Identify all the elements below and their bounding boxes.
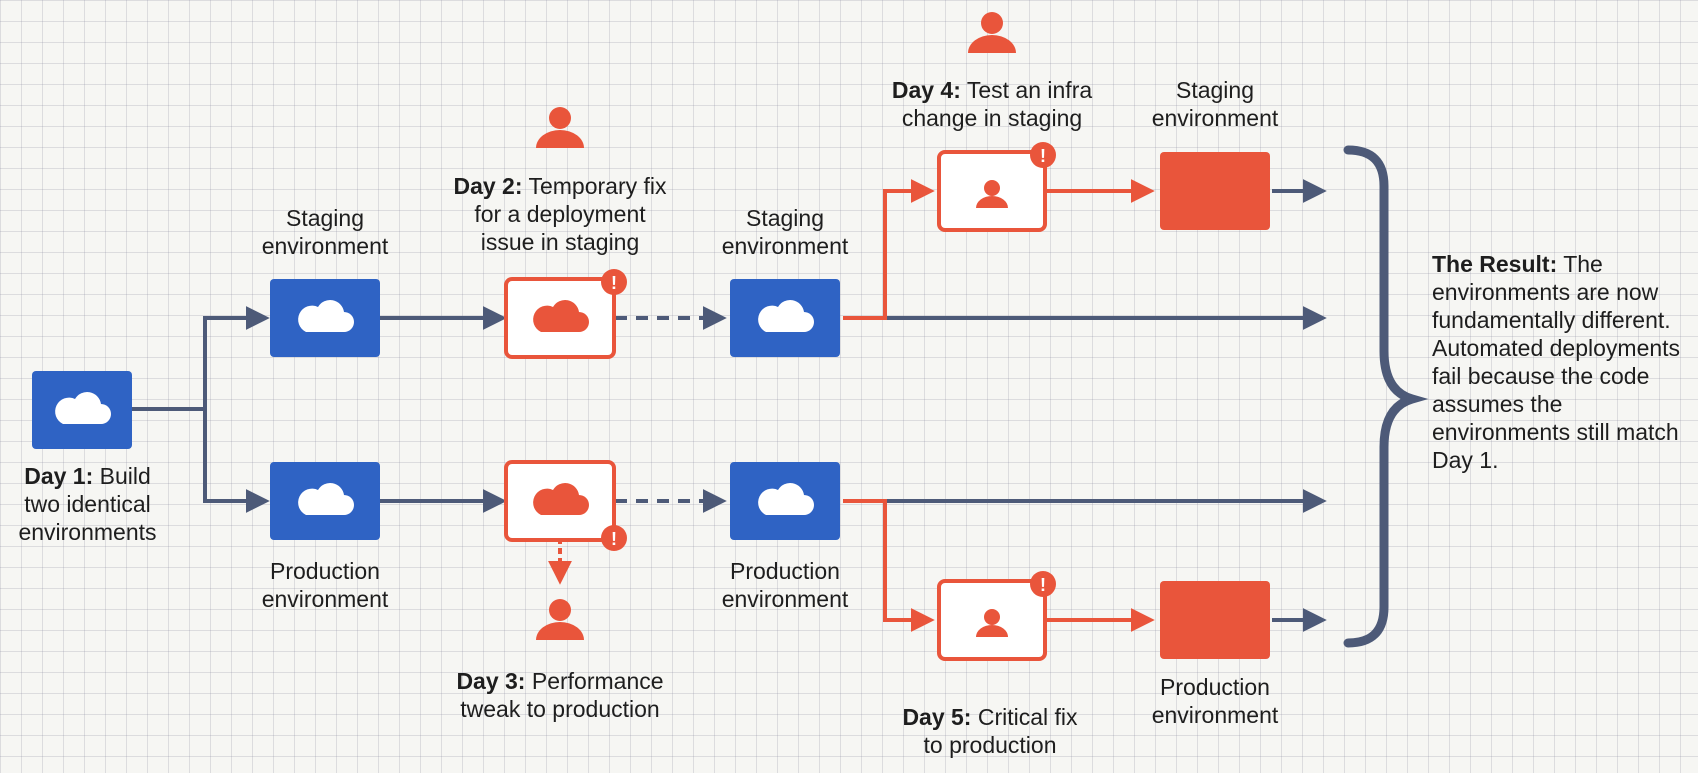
staging1-label: Staging environment [245, 204, 405, 260]
day2-prefix: Day 2: [453, 173, 523, 199]
person-icon [536, 599, 584, 640]
day5-prefix: Day 5: [902, 704, 972, 730]
staging3-label: Staging environment [1135, 76, 1295, 132]
warning-badge-icon [601, 525, 627, 551]
day4-label: Day 4: Test an infra change in staging [872, 76, 1112, 132]
production2-label-text: environment [721, 586, 849, 612]
result-text: The Result: The environments are now fun… [1432, 250, 1692, 474]
day2-label: Day 2: Temporary fix for a deployment is… [430, 172, 690, 256]
day3-prefix: Day 3: [456, 668, 526, 694]
warning-badge-glyph: ! [1040, 575, 1046, 595]
production1-label: Production environment [245, 557, 405, 613]
day5-modified-box: ! [937, 571, 1056, 661]
day5-text: Critical fix [977, 704, 1078, 730]
wire-day1-to-staging [132, 306, 270, 411]
day4-prefix: Day 4: [891, 77, 961, 103]
result-prefix: The Result: [1432, 251, 1558, 277]
staging3-label-text: environment [1151, 105, 1279, 131]
staging2-label: Staging environment [705, 204, 865, 260]
day5-label: Day 5: Critical fix to production [880, 703, 1100, 759]
production1-label-text: Production [270, 558, 380, 584]
production1-label-text: environment [261, 586, 389, 612]
warning-badge-glyph: ! [611, 273, 617, 293]
day3-text: Performance [531, 668, 664, 694]
staging2-label-text: Staging [745, 205, 824, 231]
warning-badge-icon [1030, 142, 1056, 168]
day1-environment-box [32, 371, 132, 449]
production3-environment-box [1160, 581, 1270, 659]
wire-day1-to-production [203, 409, 270, 513]
wire-to-day4 [843, 179, 935, 320]
staging1-environment-box [270, 279, 380, 357]
warning-badge-icon [601, 269, 627, 295]
day5-text: to production [923, 732, 1057, 758]
day4-text: Test an infra [966, 77, 1093, 103]
person-icon [968, 12, 1016, 53]
day3-modified-box: ! [504, 460, 627, 551]
staging2-label-text: environment [721, 233, 849, 259]
person-icon [536, 107, 584, 148]
warning-badge-icon [1030, 571, 1056, 597]
production3-label: Production environment [1135, 673, 1295, 729]
orange-connectors [548, 179, 1155, 632]
day3-text: tweak to production [460, 696, 660, 722]
day4-modified-box: ! [937, 142, 1056, 232]
production2-environment-box [730, 462, 840, 540]
day2-text: Temporary fix [528, 173, 667, 199]
gray-connectors [132, 179, 1327, 632]
result-bracket [1343, 145, 1429, 648]
day3-label: Day 3: Performance tweak to production [440, 667, 680, 723]
staging2-environment-box [730, 279, 840, 357]
production2-label: Production environment [705, 557, 865, 613]
staging3-label-text: Staging [1175, 77, 1254, 103]
staging1-label-text: Staging [285, 205, 364, 231]
day1-prefix: Day 1: [24, 463, 94, 489]
day2-text: for a deployment [474, 201, 646, 227]
production3-label-text: environment [1151, 702, 1279, 728]
day4-text: change in staging [901, 105, 1083, 131]
staging3-environment-box [1160, 152, 1270, 230]
wire-to-day5 [843, 499, 935, 632]
warning-badge-glyph: ! [611, 529, 617, 549]
day1-text: two identical [24, 491, 151, 517]
production3-label-text: Production [1160, 674, 1270, 700]
production1-environment-box [270, 462, 380, 540]
staging1-label-text: environment [261, 233, 389, 259]
day1-label: Day 1: Build two identical environments [0, 462, 175, 546]
day2-text: issue in staging [480, 229, 640, 255]
warning-badge-glyph: ! [1040, 146, 1046, 166]
day1-text: Build [99, 463, 151, 489]
day1-text: environments [18, 519, 157, 545]
result-body: The environments are now fundamentally d… [1432, 251, 1681, 473]
day2-modified-box: ! [504, 269, 627, 359]
production2-label-text: Production [730, 558, 840, 584]
